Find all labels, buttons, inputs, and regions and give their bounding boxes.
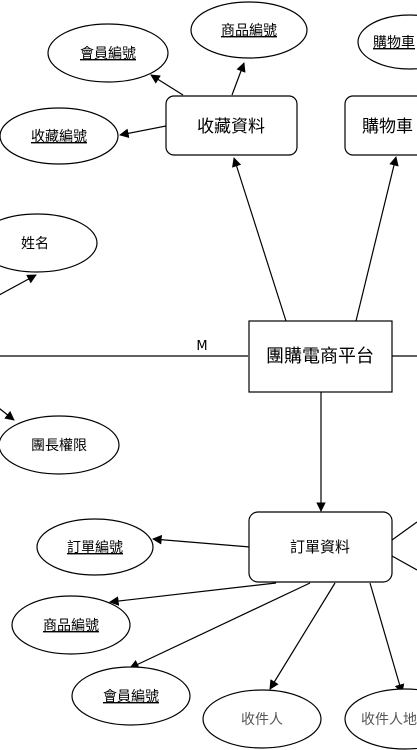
edge-leader-left: [0, 408, 15, 421]
attribute-order-id: 訂單編號: [36, 518, 154, 576]
edge-collection-product: [231, 62, 246, 96]
attribute-label: 訂單編號: [67, 540, 123, 556]
edge-orders-member: [129, 582, 311, 669]
edge-central-cart: [355, 156, 399, 322]
attribute-label: 購物車: [373, 34, 415, 51]
edge-collection-member: [150, 74, 184, 96]
edge-central-collection: [232, 157, 287, 322]
attribute-label: 商品編號: [221, 23, 277, 39]
attribute-recipient: 收件人: [202, 689, 322, 749]
entity-label: 訂單資料: [290, 538, 350, 556]
edge-collection-favid: [119, 125, 167, 139]
attribute-product-id-top: 商品編號: [190, 1, 308, 59]
entity-orders: 訂單資料: [248, 511, 393, 583]
edge-orders-product: [109, 582, 277, 606]
attribute-recipient-address: 收件人地址: [344, 688, 417, 750]
attribute-leader-permission: 團長權限: [0, 415, 120, 475]
edge-orders-address: [369, 582, 405, 694]
edge-name-left: [0, 274, 37, 296]
attribute-order-product-id: 商品編號: [11, 595, 131, 655]
edge-orders-right-2: [391, 555, 417, 571]
attribute-label: 團長權限: [31, 438, 87, 454]
entity-label: 團購電商平台: [266, 346, 374, 367]
attribute-label: 會員編號: [80, 46, 136, 62]
entity-central-platform: 團購電商平台: [248, 320, 393, 393]
edges: [0, 59, 417, 694]
attribute-label: 姓名: [21, 236, 49, 252]
attribute-label: 收藏編號: [31, 129, 87, 145]
attribute-label: 收件人地址: [361, 712, 417, 728]
attribute-member-id-top: 會員編號: [47, 23, 169, 83]
entity-label: 收藏資料: [197, 117, 265, 137]
entity-collection: 收藏資料: [165, 95, 298, 156]
attribute-label: 會員編號: [103, 689, 159, 705]
attribute-favorite-id: 收藏編號: [0, 107, 119, 165]
attribute-cart-id: 購物車: [357, 14, 417, 70]
edge-orders-orderid: [152, 534, 251, 548]
attribute-label: 收件人: [241, 712, 283, 728]
attribute-order-member-id: 會員編號: [71, 666, 191, 726]
cardinality-label: M: [196, 339, 207, 354]
entity-label: 購物車: [362, 117, 413, 137]
edge-orders-recipient: [269, 582, 336, 690]
entity-cart: 購物車: [344, 95, 417, 156]
attribute-label: 商品編號: [43, 618, 99, 634]
edge-orders-right-1: [391, 521, 417, 541]
attribute-name: 姓名: [0, 213, 98, 273]
